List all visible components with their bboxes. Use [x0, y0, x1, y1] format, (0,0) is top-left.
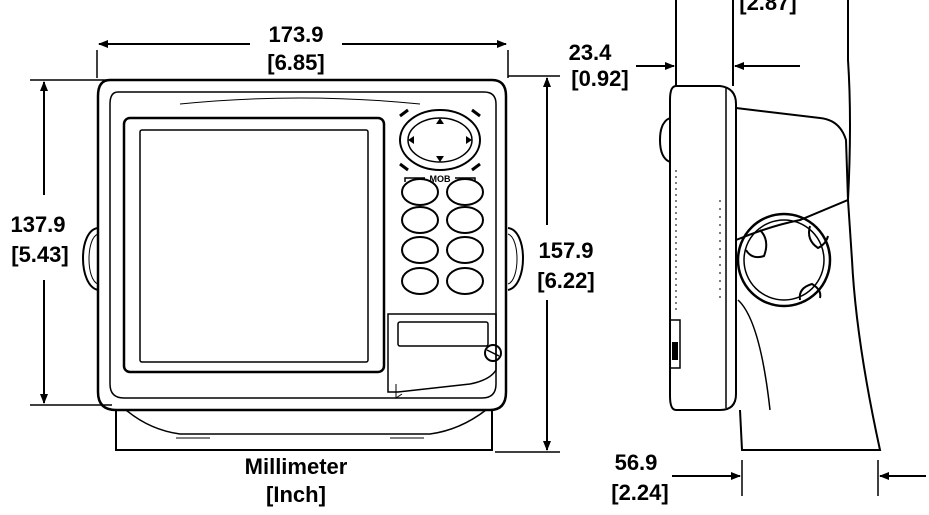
inner-bezel	[109, 91, 497, 399]
front-stand	[115, 410, 493, 451]
left-mount-knob	[82, 227, 99, 291]
side-view	[658, 0, 882, 451]
card-slot-door	[387, 313, 497, 393]
width-mm-label: 173.9	[268, 22, 323, 47]
door-screw	[484, 344, 502, 362]
screen-height-mm-label: 137.9	[10, 212, 65, 237]
key-button	[446, 206, 484, 234]
key-button	[446, 178, 484, 206]
front-view	[82, 78, 524, 451]
base-mm-label: 56.9	[615, 450, 658, 475]
top-partial-inch-label: [2.87]	[739, 0, 796, 15]
screen-height-inch-label: [5.43]	[11, 242, 68, 267]
base-inch-label: [2.24]	[611, 480, 668, 505]
key-button	[401, 178, 439, 206]
keypad-buttons	[401, 178, 484, 295]
mount-knob	[736, 212, 832, 308]
display-screen	[139, 129, 369, 363]
key-button	[446, 236, 484, 264]
card-slot	[397, 321, 489, 347]
arrow-keypad	[399, 109, 481, 171]
side-dimension-lines	[636, 62, 926, 496]
side-bezel	[669, 85, 737, 411]
key-button	[401, 206, 439, 234]
units-secondary-label: [Inch]	[266, 482, 326, 507]
depth-mm-label: 23.4	[569, 40, 613, 65]
key-button	[446, 267, 484, 295]
rear-housing	[735, 107, 849, 201]
units-primary-label: Millimeter	[245, 454, 348, 479]
total-height-inch-label: [6.22]	[537, 268, 594, 293]
key-button	[401, 236, 439, 264]
right-mount-knob	[507, 227, 524, 291]
key-button	[401, 267, 439, 295]
width-inch-label: [6.85]	[267, 50, 324, 75]
outer-bezel	[96, 78, 508, 412]
front-dimension-lines	[30, 40, 560, 453]
mob-label: MOB	[430, 174, 451, 184]
display-frame	[122, 116, 386, 374]
side-stand	[735, 198, 882, 451]
total-height-mm-label: 157.9	[538, 238, 593, 263]
depth-inch-label: [0.92]	[571, 66, 628, 91]
